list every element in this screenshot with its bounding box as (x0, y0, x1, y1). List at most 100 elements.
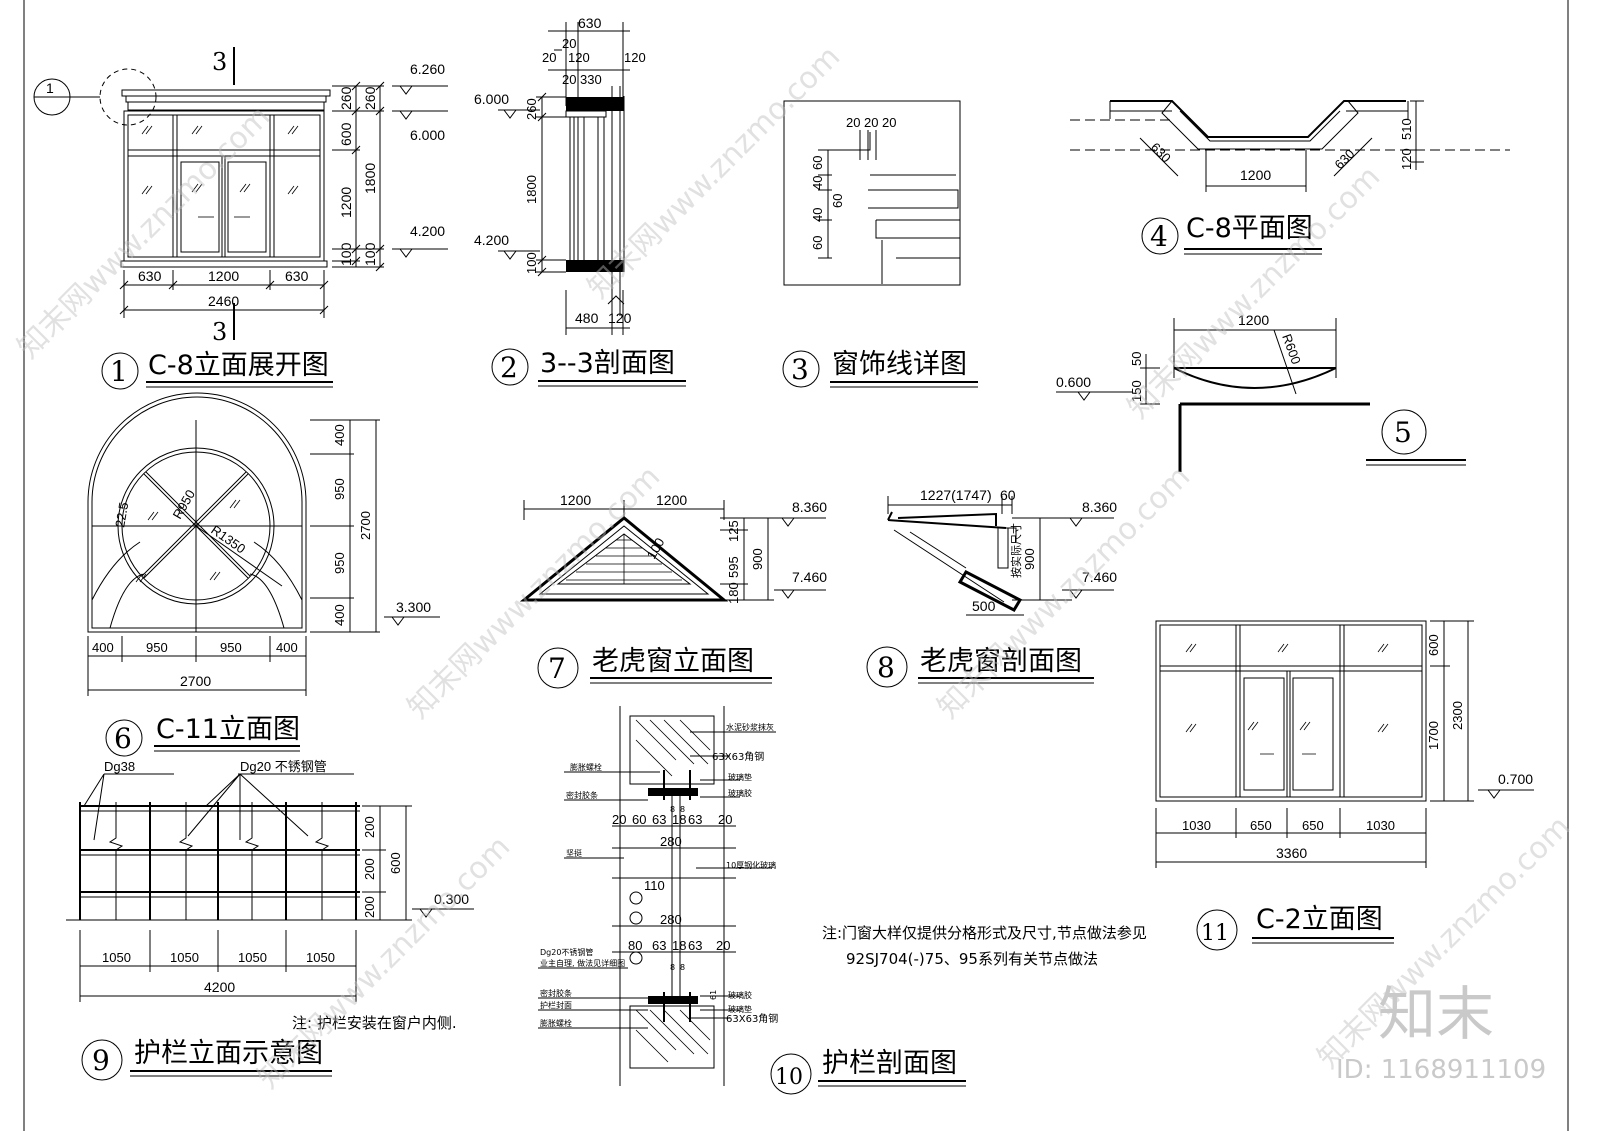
svg-text:100: 100 (338, 242, 354, 266)
svg-text:2: 2 (500, 351, 518, 384)
svg-text:18: 18 (672, 938, 686, 953)
svg-text:6: 6 (114, 722, 132, 755)
drawing-10-title: 护栏剖面图 (822, 1048, 957, 1079)
drawing-1-c8-elevation: 1 3 3 630 1200 630 24 (33, 47, 448, 390)
svg-text:595: 595 (726, 556, 741, 578)
svg-text:10: 10 (775, 1065, 803, 1090)
svg-text:20: 20 (864, 115, 878, 130)
svg-text:120: 120 (1399, 148, 1414, 170)
svg-text:600: 600 (388, 852, 403, 874)
drawing-5-sill-detail: 1200 R600 50 150 0.600 5 (1056, 312, 1466, 472)
image-id: ID: 1168911109 (1336, 1055, 1546, 1085)
svg-text:61: 61 (709, 990, 718, 1000)
svg-text:20: 20 (562, 72, 576, 87)
svg-text:950: 950 (146, 640, 168, 655)
svg-text:6.000: 6.000 (474, 91, 509, 107)
svg-text:2300: 2300 (1450, 701, 1465, 730)
svg-text:630: 630 (1148, 140, 1174, 166)
drawing-8-title: 老虎窗剖面图 (920, 646, 1082, 677)
svg-text:180: 180 (726, 582, 741, 604)
svg-text:20: 20 (612, 812, 626, 827)
svg-text:63: 63 (652, 938, 666, 953)
svg-text:63: 63 (652, 812, 666, 827)
svg-text:8: 8 (670, 963, 675, 972)
drawing-5-number: 5 (1394, 416, 1412, 449)
svg-text:650: 650 (1302, 818, 1324, 833)
detail-ref-number: 1 (46, 80, 54, 96)
svg-text:510: 510 (1399, 118, 1414, 140)
svg-text:1227(1747): 1227(1747) (920, 487, 992, 503)
svg-text:400: 400 (92, 640, 114, 655)
svg-text:膨胀螺栓: 膨胀螺栓 (570, 762, 602, 772)
drawing-11-title: C-2立面图 (1256, 904, 1383, 935)
svg-text:400: 400 (332, 604, 347, 626)
drawing-3-trim-detail: 20 20 20 60 40 60 40 60 3 窗饰线详图 (782, 100, 978, 388)
svg-text:950: 950 (332, 478, 347, 500)
svg-text:120: 120 (568, 50, 590, 65)
svg-text:18: 18 (672, 812, 686, 827)
svg-text:知末网www.znzmo.com: 知末网www.znzmo.com (581, 39, 847, 305)
c2-window-frame (1155, 620, 1427, 802)
general-note-line-2: 92SJ704(-)75、95系列有关节点做法 (846, 950, 1098, 968)
svg-text:6.260: 6.260 (410, 61, 445, 77)
svg-text:40: 40 (810, 176, 825, 190)
svg-text:100: 100 (362, 242, 378, 266)
drawing-7-dormer-elevation: 1200 1200 100 125 595 180 900 8.360 7.46… (519, 492, 827, 689)
svg-text:630: 630 (285, 268, 309, 284)
svg-text:600: 600 (1426, 634, 1441, 656)
svg-text:0.300: 0.300 (434, 891, 469, 907)
drawing-4-title: C-8平面图 (1186, 213, 1313, 244)
drawing-2-title: 3--3剖面图 (540, 348, 675, 379)
drawing-6-title: C-11立面图 (156, 714, 300, 745)
svg-text:100: 100 (524, 252, 539, 274)
svg-text:9: 9 (92, 1044, 110, 1077)
svg-text:40: 40 (810, 208, 825, 222)
svg-text:330: 330 (580, 72, 602, 87)
svg-text:知末网www.znzmo.com: 知末网www.znzmo.com (251, 829, 517, 1095)
svg-text:Dg20不锈钢管: Dg20不锈钢管 (540, 947, 593, 957)
svg-text:1200: 1200 (1240, 167, 1271, 183)
svg-text:60: 60 (810, 156, 825, 170)
svg-text:120: 120 (608, 310, 632, 326)
drawing-3-title: 窗饰线详图 (832, 349, 967, 380)
svg-text:玻璃垫: 玻璃垫 (728, 772, 752, 782)
svg-text:1050: 1050 (238, 950, 267, 965)
svg-text:20: 20 (716, 938, 730, 953)
svg-text:200: 200 (362, 858, 377, 880)
svg-text:2460: 2460 (208, 293, 239, 309)
svg-text:知末网www.znzmo.com: 知末网www.znzmo.com (11, 99, 277, 365)
svg-text:4.200: 4.200 (410, 223, 445, 239)
svg-text:900: 900 (750, 548, 765, 570)
svg-text:1050: 1050 (306, 950, 335, 965)
svg-text:4: 4 (1150, 220, 1168, 253)
svg-text:480: 480 (575, 310, 599, 326)
svg-text:8.360: 8.360 (792, 499, 827, 515)
svg-text:知末网www.znzmo.com: 知末网www.znzmo.com (1121, 159, 1387, 425)
svg-text:200: 200 (362, 896, 377, 918)
svg-text:密封胶条: 密封胶条 (566, 790, 598, 800)
svg-text:3: 3 (791, 353, 809, 386)
svg-text:60: 60 (632, 812, 646, 827)
svg-text:900: 900 (1022, 548, 1037, 570)
svg-text:护栏封面: 护栏封面 (540, 1000, 572, 1010)
svg-text:8: 8 (877, 651, 895, 684)
svg-text:63: 63 (688, 938, 702, 953)
railing-note: 注: 护栏安装在窗户内侧. (292, 1014, 457, 1032)
label-dg38: Dg38 (104, 759, 135, 774)
svg-text:10厚钢化玻璃: 10厚钢化玻璃 (726, 860, 776, 870)
svg-text:4.200: 4.200 (474, 232, 509, 248)
svg-text:63X63角钢: 63X63角钢 (712, 750, 764, 763)
svg-text:63: 63 (688, 812, 702, 827)
brand-logo: 知末 (1378, 980, 1494, 1048)
svg-text:8.360: 8.360 (1082, 499, 1117, 515)
svg-text:630: 630 (138, 268, 162, 284)
svg-text:水泥砂浆抹灰: 水泥砂浆抹灰 (726, 722, 774, 732)
svg-text:知末网www.znzmo.com: 知末网www.znzmo.com (401, 459, 667, 725)
svg-text:120: 120 (624, 50, 646, 65)
drawing-2-section: 630 20 20 120 120 20 330 260 1800 100 6.… (474, 15, 686, 387)
svg-text:150: 150 (1129, 380, 1144, 402)
drawing-1-title: C-8立面展开图 (148, 350, 329, 381)
svg-text:80: 80 (628, 938, 642, 953)
svg-text:100: 100 (644, 535, 668, 561)
